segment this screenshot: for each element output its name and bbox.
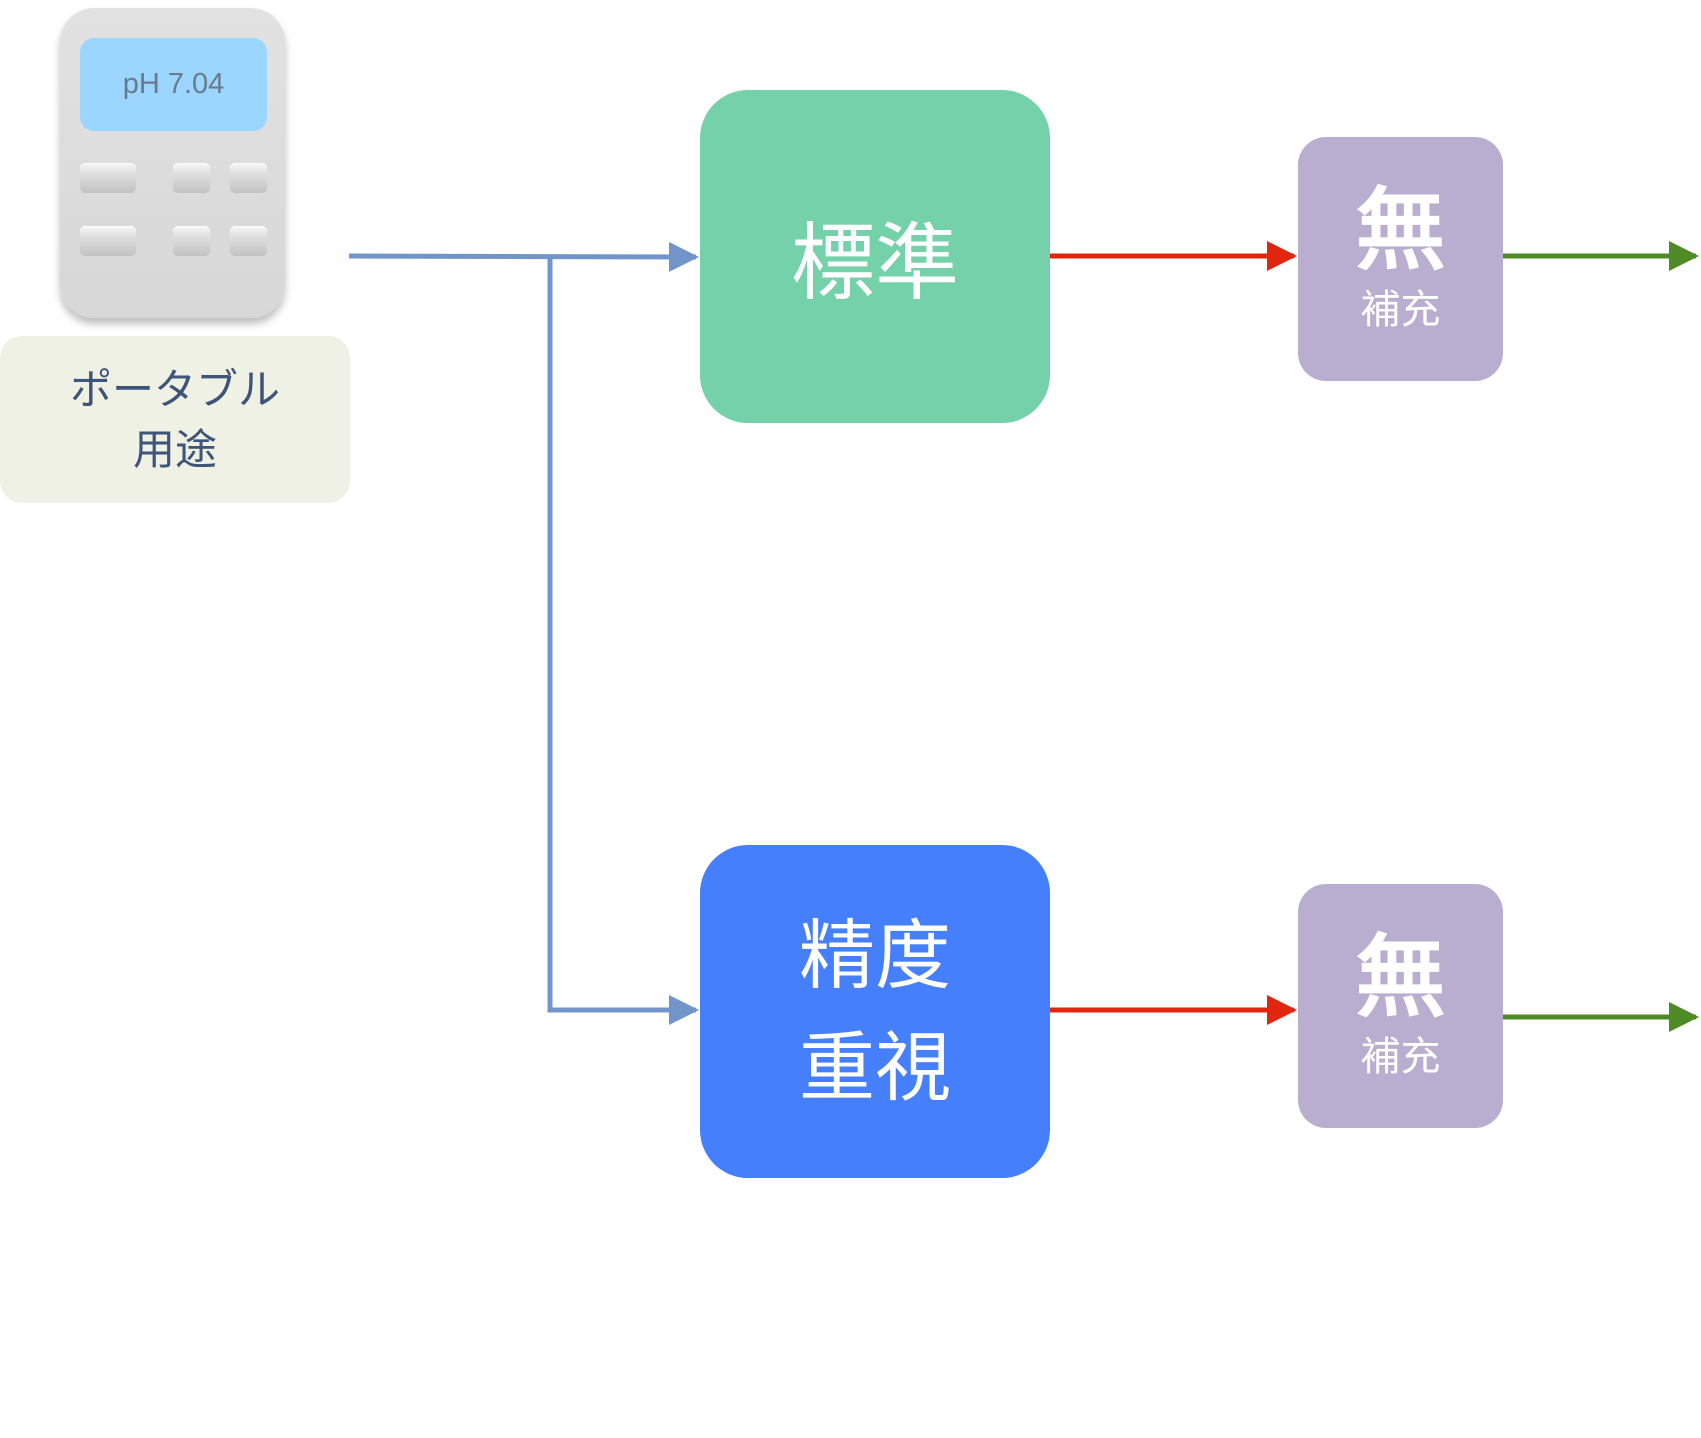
connector-usage-to-standard [348, 241, 699, 272]
node-precision-line-2: 重視 [799, 1022, 951, 1112]
supplement-bottom-main: 無 [1355, 925, 1446, 1030]
meter-key [173, 163, 210, 193]
meter-key [80, 163, 136, 193]
usage-line-1: ポータブル [69, 364, 280, 414]
ph-reading: pH 7.04 [122, 68, 225, 100]
meter-key [173, 226, 210, 256]
node-supplement-bottom: 無 補充 [1298, 884, 1503, 1128]
supplement-top-sub: 補充 [1360, 287, 1441, 333]
connector-usage-to-precision [547, 258, 699, 1025]
supplement-top-main: 無 [1355, 178, 1446, 283]
ph-meter-screen: pH 7.04 [80, 38, 267, 131]
meter-key [80, 226, 136, 256]
usage-line-2: 用途 [132, 424, 217, 474]
meter-key [230, 163, 267, 193]
node-supplement-top: 無 補充 [1298, 137, 1503, 381]
node-precision-line-1: 精度 [799, 910, 951, 1000]
ph-meter-icon: pH 7.04 [60, 8, 285, 318]
supplement-bottom-sub: 補充 [1360, 1034, 1441, 1080]
meter-key [230, 226, 267, 256]
node-standard: 標準 [700, 90, 1050, 423]
node-precision: 精度 重視 [700, 845, 1050, 1178]
usage-box: ポータブル 用途 [0, 336, 350, 503]
node-standard-label: 標準 [790, 214, 959, 312]
